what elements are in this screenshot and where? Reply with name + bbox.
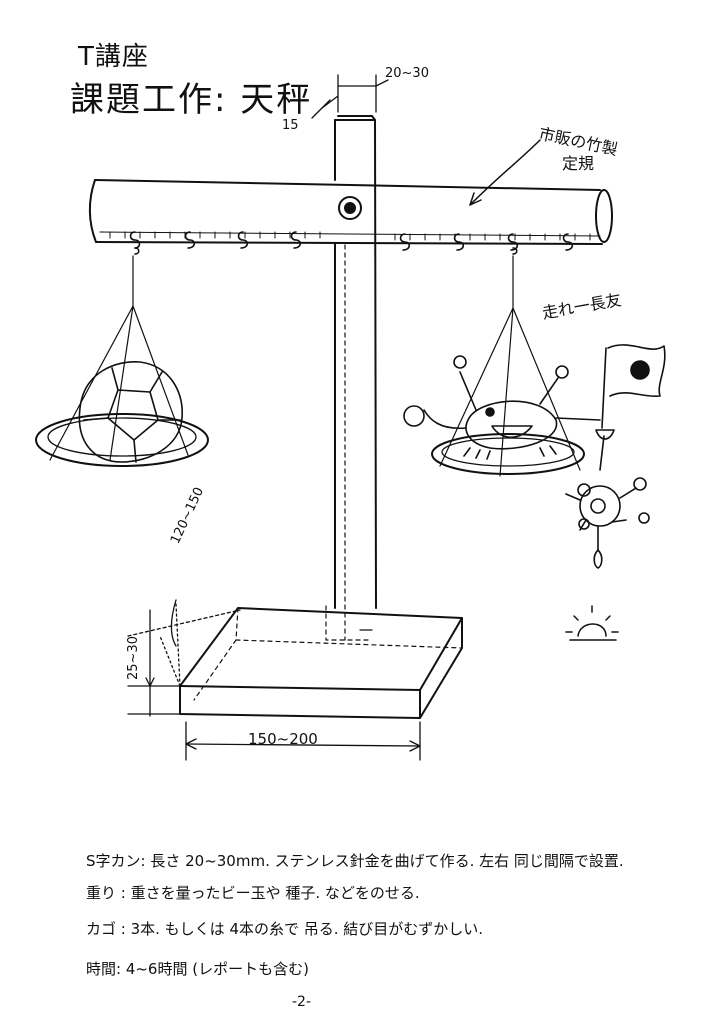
ruler-label-arrow xyxy=(469,139,541,206)
ruler-label-line2: 定規 xyxy=(562,154,595,173)
base-width-dimension: 150~200 xyxy=(248,730,318,748)
sun-icon xyxy=(565,605,619,641)
note-time: 時間: 4~6時間 (レポートも含む) xyxy=(86,960,309,978)
project-title: 課題工作: 天秤 xyxy=(70,80,313,120)
s-hook-icon xyxy=(399,233,411,251)
pivot-screw-icon xyxy=(338,196,362,220)
page-number: -2- xyxy=(292,994,312,1010)
left-basket xyxy=(35,255,209,467)
base xyxy=(179,607,463,719)
pillar-depth-dimension: 15 xyxy=(282,118,299,133)
flag-runner-icon xyxy=(565,344,666,569)
s-hook-icon xyxy=(237,231,249,249)
course-title: T講座 xyxy=(78,42,149,72)
pillar xyxy=(325,115,377,641)
creature-icon xyxy=(403,355,601,460)
s-hooks xyxy=(129,231,574,255)
s-hook-icon xyxy=(290,231,302,249)
ruler-beam xyxy=(88,179,613,245)
pillar-width-dimension: 20~30 xyxy=(385,66,429,81)
s-hook-icon xyxy=(453,233,465,251)
base-height-dimension: 25~30 xyxy=(126,636,141,680)
note-basket: カゴ : 3本. もしくは 4本の糸で 吊る. 結び目がむずかしい. xyxy=(86,920,484,938)
base-dimension-lines xyxy=(127,599,421,761)
s-hook-icon xyxy=(129,231,141,249)
pillar-dimension-marks xyxy=(311,74,389,119)
right-basket xyxy=(403,255,601,477)
note-s-hook: S字カン: 長さ 20~30mm. ステンレス針金を曲げて作る. 左右 同じ間隔… xyxy=(86,852,624,870)
note-weight: 重り : 重さを量ったビー玉や 種子. などをのせる. xyxy=(86,884,420,902)
soccer-ball-icon xyxy=(78,361,183,463)
s-hook-icon xyxy=(184,231,196,249)
s-hook-icon xyxy=(562,233,574,251)
